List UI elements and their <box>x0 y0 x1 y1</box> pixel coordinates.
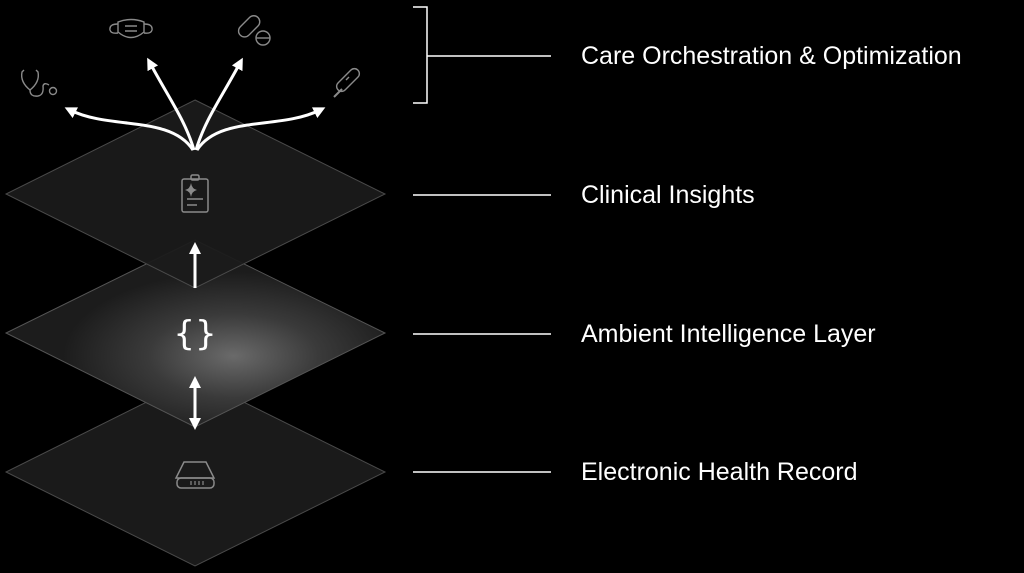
ehr-layer-plane <box>4 377 387 567</box>
stethoscope-icon <box>20 69 58 97</box>
electronic-health-record-label: Electronic Health Record <box>581 458 858 486</box>
pills-icon <box>237 15 271 46</box>
fan-out-arrows <box>64 57 326 151</box>
face-mask-icon <box>109 18 153 39</box>
care-orchestration-label: Care Orchestration & Optimization <box>581 42 962 70</box>
curly-braces-icon: {} <box>173 314 216 354</box>
thermometer-icon <box>333 67 361 98</box>
care-orchestration-bracket <box>413 6 551 104</box>
clinical-insights-label: Clinical Insights <box>581 181 755 209</box>
clipboard-sparkle-icon <box>181 174 209 213</box>
ambient-intelligence-label: Ambient Intelligence Layer <box>581 320 876 348</box>
storage-drive-icon <box>174 461 216 489</box>
